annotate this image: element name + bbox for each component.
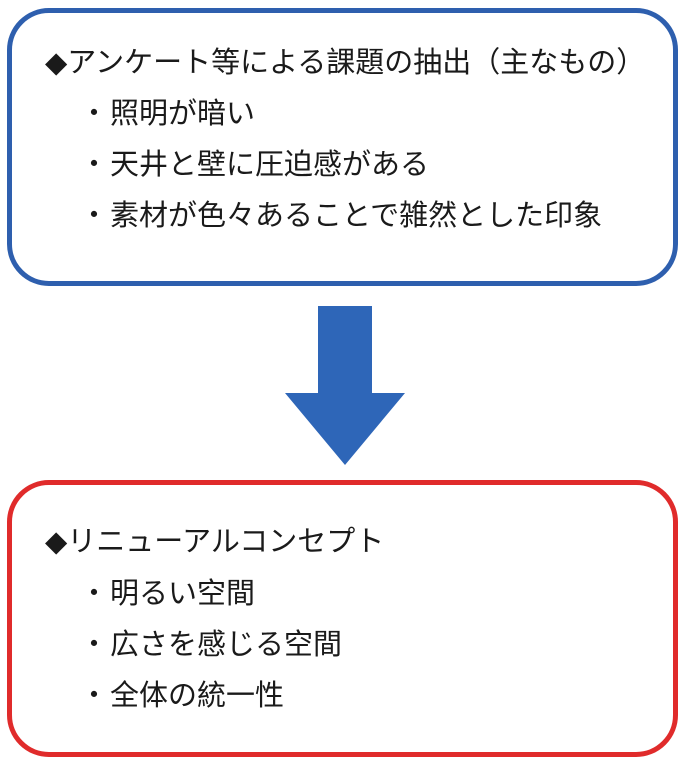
list-item-label: 全体の統一性 (110, 678, 285, 712)
issues-box (7, 8, 678, 286)
list-item: ・照明が暗い (78, 96, 602, 147)
list-item: ・広さを感じる空間 (78, 627, 342, 678)
bullet-icon: ・ (79, 576, 109, 610)
bullet-icon: ・ (79, 147, 109, 181)
bullet-icon: ・ (79, 627, 109, 661)
concept-heading: ◆リニューアルコンセプト (45, 524, 385, 558)
concept-list: ・明るい空間 ・広さを感じる空間 ・全体の統一性 (78, 576, 342, 729)
bullet-icon: ・ (79, 198, 109, 232)
list-item: ・明るい空間 (78, 576, 342, 627)
list-item-label: 天井と壁に圧迫感がある (110, 147, 430, 181)
bullet-icon: ・ (79, 96, 109, 130)
bullet-icon: ・ (79, 678, 109, 712)
concept-box (7, 480, 678, 757)
list-item-label: 素材が色々あることで雑然とした印象 (110, 198, 603, 232)
list-item: ・天井と壁に圧迫感がある (78, 147, 602, 198)
list-item-label: 広さを感じる空間 (110, 627, 343, 661)
list-item-label: 明るい空間 (110, 576, 256, 610)
list-item-label: 照明が暗い (110, 96, 256, 130)
issues-heading: ◆アンケート等による課題の抽出（主なもの） (45, 45, 646, 79)
issues-list: ・照明が暗い ・天井と壁に圧迫感がある ・素材が色々あることで雑然とした印象 (78, 96, 602, 249)
list-item: ・全体の統一性 (78, 678, 342, 729)
list-item: ・素材が色々あることで雑然とした印象 (78, 198, 602, 249)
